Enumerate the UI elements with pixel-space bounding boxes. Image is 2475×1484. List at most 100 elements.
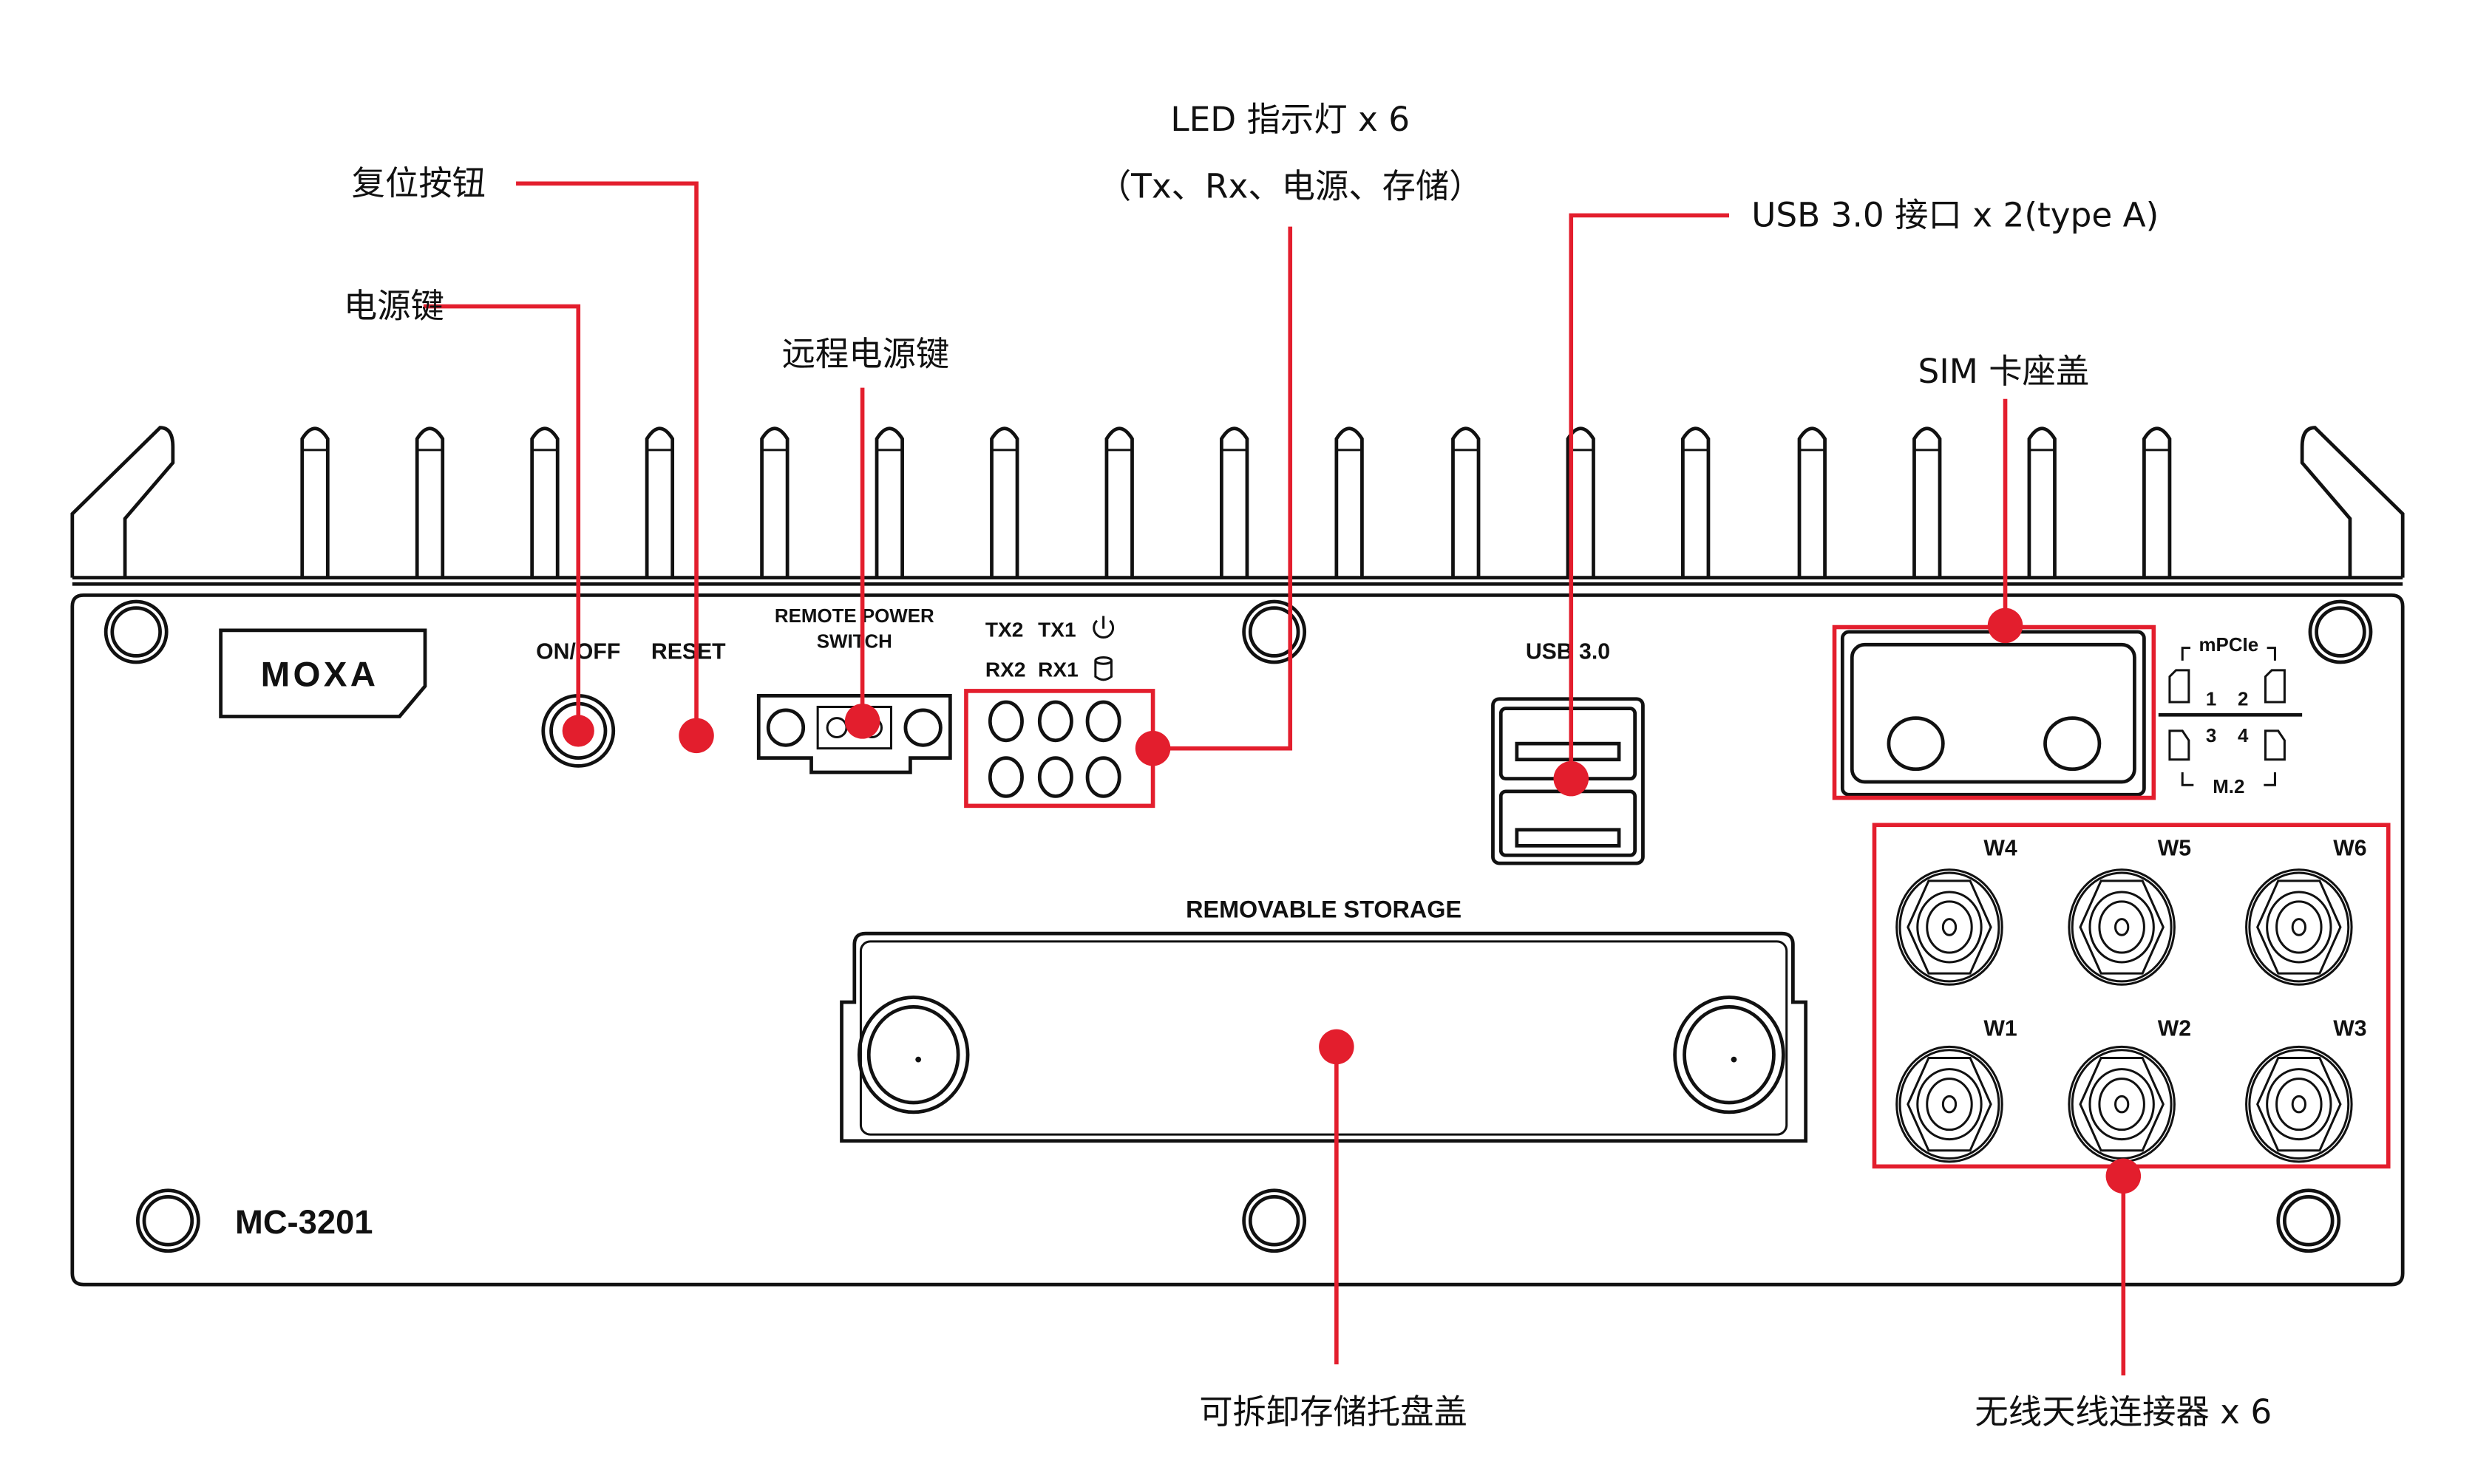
led-label-tx1: TX1 bbox=[1038, 618, 1076, 641]
antenna-connector[interactable] bbox=[2068, 1045, 2176, 1163]
callouts bbox=[423, 181, 2391, 1376]
antenna-label-w1: W1 bbox=[1983, 1016, 2017, 1041]
sim-cover-screw-left bbox=[1887, 716, 1945, 772]
antenna-label-w3: W3 bbox=[2333, 1016, 2366, 1041]
led-label-rx2: RX2 bbox=[985, 658, 1026, 681]
callout-power-key: 电源键 bbox=[344, 287, 444, 326]
screw bbox=[135, 1188, 200, 1253]
usb-port-2-tongue bbox=[1515, 828, 1621, 848]
callout-dot-storage bbox=[1319, 1029, 1354, 1065]
screw bbox=[2308, 599, 2373, 664]
heatsink-fin bbox=[1104, 426, 1134, 578]
led-label-rx1: RX1 bbox=[1038, 658, 1079, 681]
heatsink-fin bbox=[300, 426, 330, 578]
sim-card-icon bbox=[2168, 729, 2190, 761]
heatsink-fin bbox=[1566, 426, 1595, 578]
antenna-label-w5: W5 bbox=[2158, 836, 2191, 860]
callout-dot-power bbox=[562, 715, 594, 747]
heatsink-fin bbox=[990, 426, 1019, 578]
storage-icon bbox=[1094, 656, 1113, 681]
callout-dot-sim bbox=[1987, 607, 2023, 644]
led-rx1 bbox=[1037, 756, 1073, 798]
heatsink-fin bbox=[1797, 426, 1827, 578]
callout-dot-antenna bbox=[2105, 1158, 2142, 1194]
led-rx2 bbox=[988, 756, 1024, 798]
remote-power-label-1: REMOTE POWER bbox=[775, 606, 934, 627]
antenna-label-w4: W4 bbox=[1983, 836, 2017, 860]
heatsink-fin bbox=[1451, 426, 1481, 578]
sim-card-icon bbox=[2264, 669, 2286, 704]
sim-cover-screw-right bbox=[2043, 716, 2102, 772]
antenna-connector[interactable] bbox=[2068, 868, 2176, 986]
led-tx1 bbox=[1037, 700, 1073, 743]
callout-dot-usb bbox=[1553, 760, 1589, 797]
slot-number: 2 bbox=[2238, 689, 2248, 709]
heatsink-fin bbox=[645, 426, 675, 578]
antenna-connector[interactable] bbox=[1895, 868, 2003, 986]
reset-label: RESET bbox=[651, 640, 726, 664]
usb-label: USB 3.0 bbox=[1526, 640, 1610, 664]
led-label-tx2: TX2 bbox=[985, 618, 1023, 641]
remote-power-terminal[interactable] bbox=[756, 694, 952, 775]
antenna-label-w6: W6 bbox=[2333, 836, 2366, 860]
callout-box-sim bbox=[1832, 624, 2156, 800]
antenna-connector[interactable] bbox=[2245, 1045, 2353, 1163]
m2-label: M.2 bbox=[2213, 777, 2244, 797]
sim-card-icon bbox=[2264, 729, 2286, 761]
storage-tray-cover[interactable] bbox=[840, 931, 1808, 1143]
heatsink-fin bbox=[415, 426, 445, 578]
led-power bbox=[1085, 700, 1121, 743]
antenna-label-w2: W2 bbox=[2158, 1016, 2191, 1041]
antenna-connector[interactable] bbox=[1895, 1045, 2003, 1163]
chassis-front-panel bbox=[70, 593, 2405, 1287]
screw bbox=[1242, 1188, 1307, 1253]
slot-number: 3 bbox=[2206, 726, 2216, 746]
brand-text: MOXA bbox=[261, 655, 379, 694]
heatsink-fin bbox=[1681, 426, 1711, 578]
heatsink-fin bbox=[1912, 426, 1942, 578]
thumbscrew-left[interactable] bbox=[857, 995, 970, 1114]
heatsink-fin bbox=[2027, 426, 2057, 578]
heatsink-fin bbox=[1220, 426, 1249, 578]
heatsink-fin bbox=[875, 426, 904, 578]
led-storage bbox=[1085, 756, 1121, 798]
antenna-connectors: W4 W5 W6 W1 W2 W3 bbox=[1895, 836, 2367, 1163]
callout-reset-button: 复位按钮 bbox=[352, 163, 486, 202]
power-icon bbox=[1093, 616, 1115, 639]
remote-power-label-2: SWITCH bbox=[817, 632, 892, 653]
sim-cover[interactable] bbox=[1840, 630, 2146, 797]
callout-usb: USB 3.0 接口 x 2(type A) bbox=[1751, 196, 2159, 235]
screw bbox=[2276, 1188, 2341, 1253]
model-label: MC-3201 bbox=[235, 1203, 373, 1241]
slot-number: 4 bbox=[2238, 726, 2249, 746]
slot-number: 1 bbox=[2206, 689, 2216, 709]
callout-dot-led bbox=[1135, 730, 1171, 766]
callout-antenna: 无线天线连接器 x 6 bbox=[1975, 1392, 2272, 1432]
callout-dot-remote-power bbox=[844, 704, 880, 739]
heatsink-fin bbox=[760, 426, 790, 578]
callout-sim-cover: SIM 卡座盖 bbox=[1918, 352, 2090, 391]
callout-led-subtitle: （Tx、Rx、电源、存储） bbox=[1098, 167, 1483, 206]
heatsink-fin bbox=[530, 426, 560, 578]
sim-slot-legend: mPCIe 1 2 3 4 M.2 bbox=[2158, 635, 2303, 797]
thumbscrew-right[interactable] bbox=[1673, 995, 1785, 1114]
heatsink bbox=[70, 426, 2405, 586]
callout-led-title: LED 指示灯 x 6 bbox=[1170, 100, 1410, 139]
led-tx2 bbox=[988, 700, 1024, 743]
callout-storage-tray: 可拆卸存储托盘盖 bbox=[1199, 1392, 1467, 1432]
sim-card-icon bbox=[2168, 669, 2190, 704]
callout-remote-power: 远程电源键 bbox=[782, 334, 950, 373]
callout-box-antenna bbox=[1872, 823, 2391, 1169]
screw bbox=[1242, 599, 1307, 664]
heatsink-fin bbox=[2142, 426, 2172, 578]
led-indicators bbox=[988, 700, 1121, 798]
callout-dot-reset bbox=[679, 718, 714, 754]
mpcie-label: mPCIe bbox=[2199, 635, 2259, 656]
usb-port-1-tongue bbox=[1515, 741, 1621, 762]
removable-storage-label: REMOVABLE STORAGE bbox=[1186, 896, 1461, 923]
screw bbox=[103, 599, 169, 664]
heatsink-fin bbox=[1334, 426, 1364, 578]
antenna-connector[interactable] bbox=[2245, 868, 2353, 986]
panel-screws bbox=[103, 599, 2373, 1253]
